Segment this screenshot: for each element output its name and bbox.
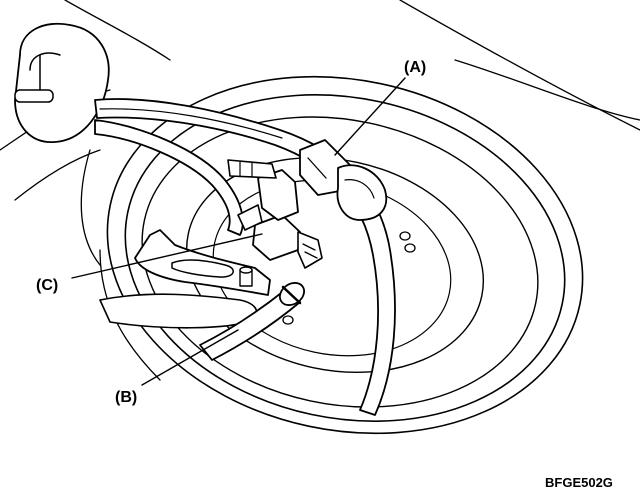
callout-c: (C): [36, 277, 58, 294]
grommet-cap: [14, 22, 110, 143]
figure-code: BFGE502G: [545, 475, 613, 490]
bolt-stud: [239, 266, 253, 287]
leader-c: [71, 233, 263, 279]
connector-a: [299, 139, 388, 221]
leader-lines: [71, 77, 406, 386]
callout-b: (B): [115, 389, 137, 406]
sender-bracket: [99, 229, 271, 329]
callout-a: (A): [404, 59, 426, 76]
fuel-line-b: [199, 282, 305, 361]
wiring-loop: [94, 119, 244, 236]
leader-b: [141, 329, 239, 386]
pump-outlet: [227, 159, 299, 221]
pump-flange: [106, 75, 584, 435]
connector-c: [237, 204, 323, 269]
fuel-hose: [94, 98, 396, 416]
leader-a: [334, 77, 406, 156]
plate-holes: [282, 231, 416, 325]
